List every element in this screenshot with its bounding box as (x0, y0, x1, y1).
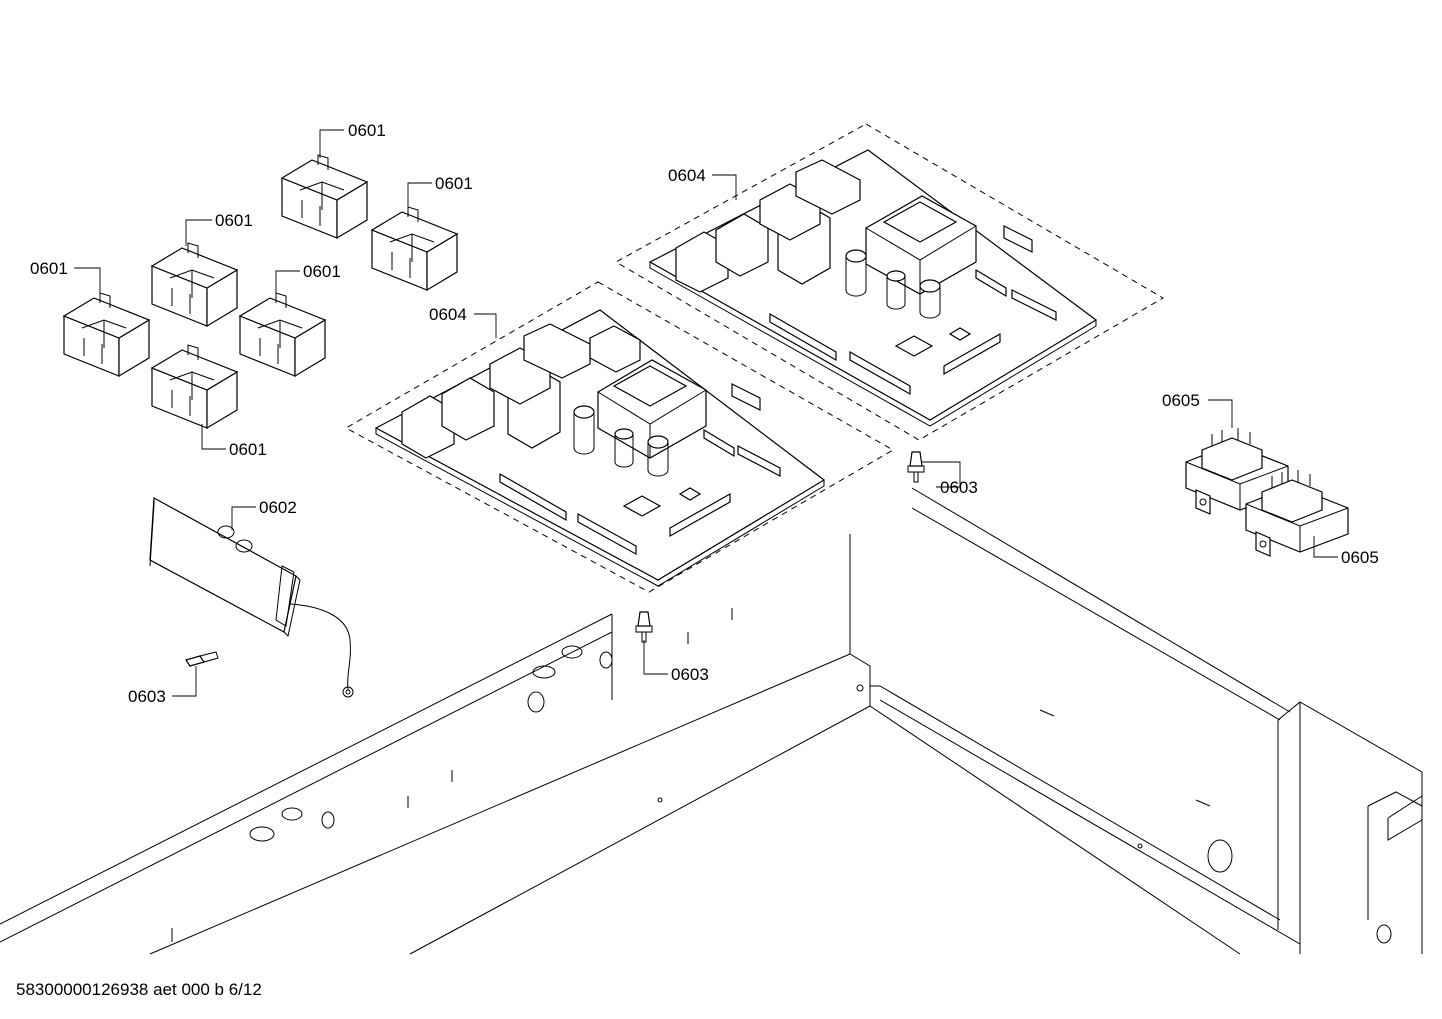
transformer-part (1245, 470, 1349, 557)
callout-label-0602: 0602 (259, 498, 297, 517)
callout-label-0601: 0601 (215, 211, 253, 230)
relay-socket-part (238, 292, 327, 378)
relay-socket-part (62, 292, 151, 378)
callout-label-0601: 0601 (348, 121, 386, 140)
callout-label-0601: 0601 (229, 440, 267, 459)
callout-label-0603: 0603 (940, 478, 978, 497)
callout-label-0603: 0603 (128, 687, 166, 706)
leader-lines (74, 129, 1338, 697)
callout-label-0601: 0601 (435, 174, 473, 193)
control-board-upper (614, 123, 1164, 441)
relay-socket-part (150, 344, 239, 430)
relay-socket-part (150, 242, 239, 328)
relay-socket-part (280, 154, 369, 240)
callout-label-0603: 0603 (671, 665, 709, 684)
control-board-lower (344, 281, 895, 593)
callout-label-0604: 0604 (429, 305, 467, 324)
callout-label-0604: 0604 (668, 166, 706, 185)
spacer-part (185, 651, 219, 667)
appliance-housing (0, 487, 1423, 955)
relay-socket-part (370, 206, 459, 292)
callout-label-0601: 0601 (30, 259, 68, 278)
callout-label-0601: 0601 (303, 262, 341, 281)
callout-label-0605: 0605 (1162, 391, 1200, 410)
callout-label-0605: 0605 (1341, 548, 1379, 567)
spacer-part (907, 451, 925, 483)
document-code: 58300000126938 aet 000 b 6/12 (16, 980, 262, 999)
spacer-part (635, 611, 653, 643)
display-board-part (149, 497, 354, 698)
